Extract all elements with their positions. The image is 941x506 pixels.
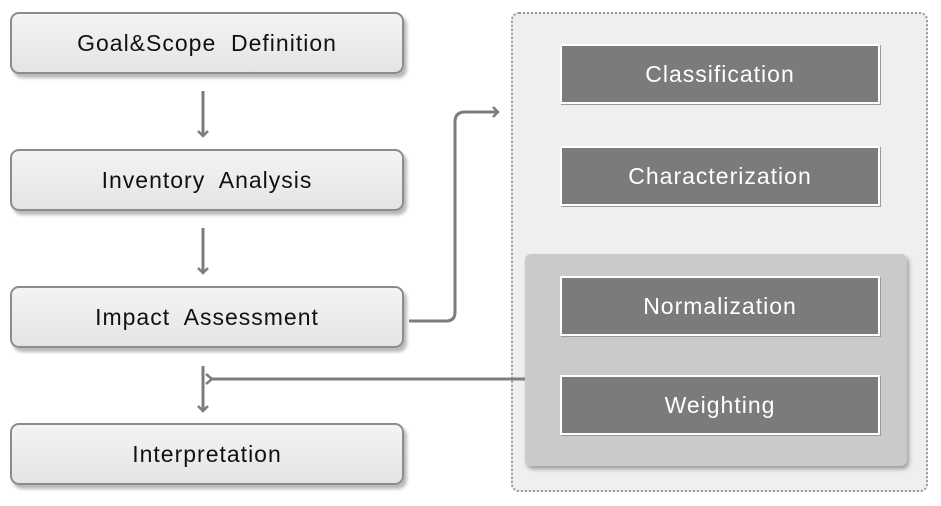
normalization-box: Normalization: [560, 276, 880, 336]
inventory-analysis-label: Inventory Analysis: [101, 166, 313, 193]
inventory-analysis-box: Inventory Analysis: [10, 149, 404, 211]
normalization-label: Normalization: [643, 292, 797, 319]
goal-scope-definition-label: Goal&Scope Definition: [77, 29, 337, 56]
goal-scope-definition-box: Goal&Scope Definition: [10, 12, 404, 74]
weighting-box: Weighting: [560, 375, 880, 435]
weighting-label: Weighting: [664, 391, 776, 418]
interpretation-label: Interpretation: [132, 440, 282, 467]
characterization-label: Characterization: [628, 162, 812, 189]
classification-label: Classification: [645, 60, 795, 87]
impact-assessment-label: Impact Assessment: [95, 303, 319, 330]
impact-assessment-box: Impact Assessment: [10, 286, 404, 348]
characterization-box: Characterization: [560, 146, 880, 206]
arrow-impact-to-detail-panel: [409, 106, 500, 323]
classification-box: Classification: [560, 44, 880, 104]
interpretation-box: Interpretation: [10, 423, 404, 485]
